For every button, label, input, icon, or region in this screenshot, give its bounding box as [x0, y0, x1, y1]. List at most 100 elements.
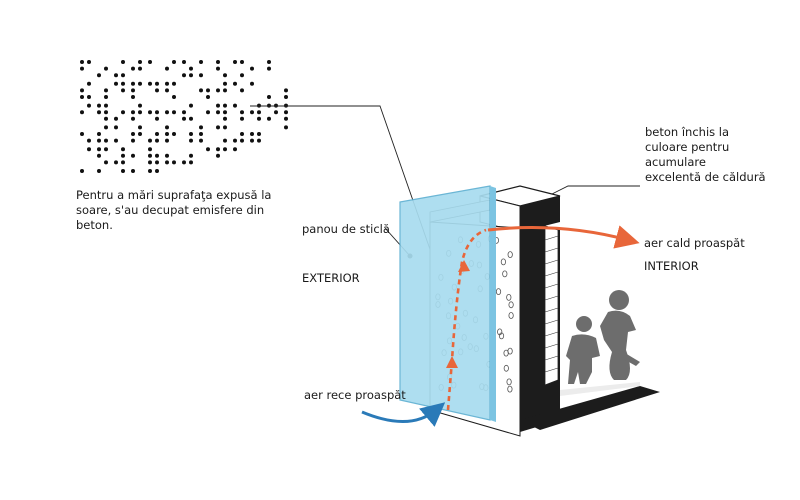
braille-dot	[148, 169, 152, 173]
braille-dot	[80, 132, 84, 136]
braille-dot	[121, 169, 125, 173]
braille-dot	[257, 110, 261, 115]
braille-dot	[182, 110, 186, 115]
braille-dot	[87, 60, 91, 64]
adult-silhouette-icon	[600, 290, 640, 380]
braille-dot	[97, 153, 101, 158]
braille-dot	[182, 73, 186, 78]
dark-concrete-label: beton închis la culoare pentru acumulare…	[645, 125, 766, 184]
braille-dot	[172, 132, 176, 136]
braille-dot	[138, 60, 142, 64]
rising-air-arrowhead-high	[458, 260, 470, 272]
braille-dot	[267, 60, 271, 64]
braille-dot	[148, 138, 152, 143]
hemisphere-hole	[508, 312, 514, 319]
glass-panel-label: panou de sticlă	[302, 222, 390, 236]
braille-dot	[80, 110, 84, 115]
braille-dot	[216, 66, 220, 71]
braille-dot	[240, 116, 244, 121]
braille-dot	[250, 110, 254, 115]
braille-dot	[121, 73, 125, 78]
braille-dot	[250, 138, 254, 143]
braille-dot	[87, 81, 91, 86]
braille-dot	[165, 110, 169, 115]
braille-dot	[131, 81, 135, 86]
braille-dot	[121, 147, 125, 152]
warm-air-label: aer cald proaspăt	[644, 236, 745, 250]
braille-dot	[189, 160, 193, 165]
braille-dot	[155, 132, 159, 136]
insulation-hatch	[544, 235, 559, 373]
hemisphere-hole	[503, 349, 509, 357]
braille-dot	[223, 147, 227, 152]
braille-dot	[80, 88, 84, 93]
braille-dot	[97, 132, 101, 136]
braille-dot	[114, 138, 118, 143]
braille-dot	[97, 147, 101, 152]
rising-air-arrowhead-low	[446, 356, 458, 368]
braille-dot	[284, 95, 288, 99]
braille-dot	[240, 138, 244, 143]
braille-dot	[189, 103, 193, 108]
braille-dot	[240, 132, 244, 136]
braille-dot	[284, 125, 288, 130]
braille-dot	[114, 160, 118, 165]
braille-dot	[148, 81, 152, 86]
braille-dot	[104, 66, 108, 71]
braille-dot	[97, 138, 101, 143]
braille-dot	[165, 160, 169, 165]
braille-dot	[165, 66, 169, 71]
braille-dot	[257, 138, 261, 143]
braille-dot	[80, 95, 84, 99]
braille-dot	[138, 103, 142, 108]
hemisphere-hole	[507, 385, 513, 393]
hemisphere-hole	[502, 270, 508, 278]
braille-dot	[80, 169, 84, 173]
braille-dot	[223, 81, 227, 86]
braille-dot	[165, 81, 169, 86]
braille-dot	[138, 110, 142, 115]
braille-dot	[216, 60, 220, 64]
braille-dot	[97, 110, 101, 115]
braille-dot	[165, 132, 169, 136]
braille-dot	[216, 110, 220, 115]
braille-dot	[114, 125, 118, 130]
hemisphere-hole	[500, 258, 506, 266]
braille-dot	[182, 60, 186, 64]
braille-dot	[172, 95, 176, 99]
braille-dot	[189, 116, 193, 121]
braille-dot	[216, 125, 220, 130]
braille-dot	[148, 110, 152, 115]
braille-dot	[131, 116, 135, 121]
braille-dot	[131, 88, 135, 93]
braille-dot	[148, 147, 152, 152]
braille-dot	[182, 160, 186, 165]
braille-dot	[104, 160, 108, 165]
braille-dot	[189, 73, 193, 78]
braille-dot	[267, 116, 271, 121]
braille-dot	[189, 138, 193, 143]
braille-dot	[114, 116, 118, 121]
braille-dot	[240, 60, 244, 64]
cold-air-arrow	[361, 402, 446, 427]
braille-dot	[172, 60, 176, 64]
braille-dot	[199, 88, 203, 93]
braille-dot	[148, 60, 152, 64]
hemisphere-hole	[506, 378, 512, 386]
braille-dot	[155, 138, 159, 143]
braille-dot	[104, 138, 108, 143]
braille-dot	[233, 147, 237, 152]
braille-dot	[104, 103, 108, 108]
braille-dot	[155, 110, 159, 115]
braille-dot	[155, 88, 159, 93]
braille-dot	[199, 138, 203, 143]
interior-label: INTERIOR	[644, 259, 699, 273]
braille-dot	[216, 153, 220, 158]
braille-dot	[97, 73, 101, 78]
braille-dot	[138, 125, 142, 130]
braille-dot	[114, 73, 118, 78]
hemisphere-hole	[508, 301, 514, 309]
braille-dot	[104, 125, 108, 130]
braille-dot	[165, 88, 169, 93]
